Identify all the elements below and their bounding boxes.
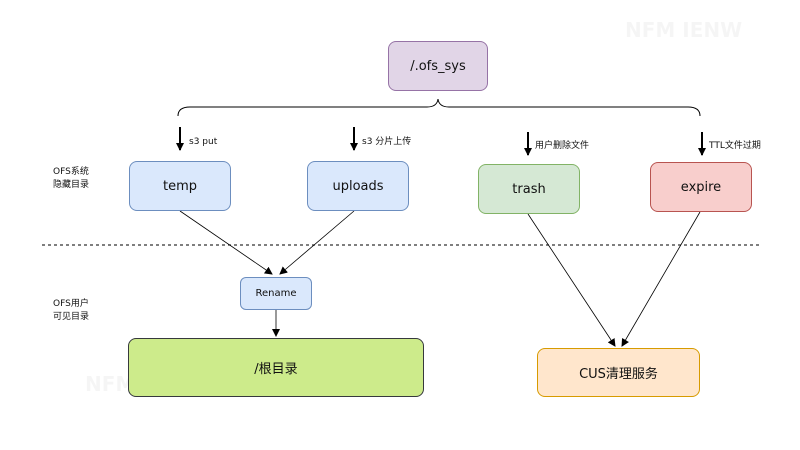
edge-trash-cleanup <box>527 213 616 347</box>
zone-label-user-visible-line1: OFS用户 <box>53 299 89 309</box>
label-s3-put: s3 put <box>189 137 218 147</box>
cus-cleanup-service-box[interactable]: CUS清理服务 <box>537 348 700 397</box>
edge-expire-cleanup <box>621 211 701 347</box>
zone-label-system-hidden: OFS系统 隐藏目录 <box>53 166 89 192</box>
label-ttl-expire: TTL文件过期 <box>709 141 761 151</box>
zone-label-user-visible-line2: 可见目录 <box>53 312 90 322</box>
label-user-delete: 用户删除文件 <box>535 141 590 151</box>
zone-label-system-hidden-line1: OFS系统 <box>53 167 89 177</box>
expire-box[interactable]: expire <box>650 162 752 212</box>
user-root-dir-box[interactable]: /根目录 <box>128 338 424 397</box>
zone-label-user-visible: OFS用户 可见目录 <box>53 298 89 324</box>
zone-label-system-hidden-line2: 隐藏目录 <box>53 180 90 190</box>
rename-box[interactable]: Rename <box>240 277 312 310</box>
edge-uploads-rename <box>279 210 355 275</box>
trash-box[interactable]: trash <box>478 164 580 214</box>
brace <box>177 98 701 117</box>
temp-box[interactable]: temp <box>129 161 231 211</box>
uploads-box[interactable]: uploads <box>307 161 409 211</box>
ofs-sys-root-box[interactable]: /.ofs_sys <box>388 41 488 91</box>
label-s3-multipart: s3 分片上传 <box>362 137 412 147</box>
edge-temp-rename <box>179 210 273 275</box>
